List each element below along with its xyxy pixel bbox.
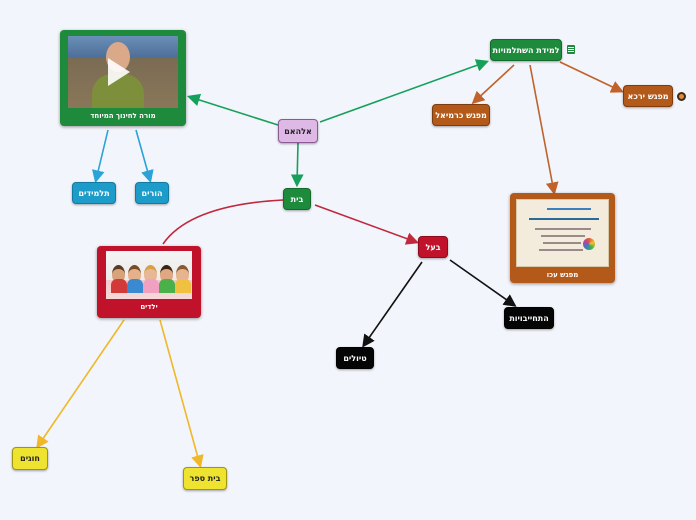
- husband-node[interactable]: בעל: [418, 236, 448, 258]
- edge-home-children: [162, 199, 284, 245]
- edge-enrichment-akko: [529, 64, 559, 196]
- edge-husband-obligations: [449, 259, 517, 307]
- akko-thumbnail[interactable]: [516, 199, 609, 267]
- play-icon[interactable]: [108, 58, 130, 86]
- hobbies-node[interactable]: חוגים: [12, 447, 48, 470]
- children-node-label: ילדים: [140, 303, 158, 311]
- yarka-node[interactable]: מפגש ירכא: [623, 85, 673, 107]
- trips-node[interactable]: טיולים: [336, 347, 374, 369]
- teacher-video-card[interactable]: מורה לחינוך המיוחד: [60, 30, 186, 126]
- enrichment-node[interactable]: למידת השתלמויות: [490, 39, 562, 61]
- notes-icon[interactable]: [567, 45, 575, 54]
- akko-card[interactable]: מפגש עכו: [510, 193, 615, 283]
- flower-icon: [583, 238, 595, 250]
- link-icon[interactable]: [677, 92, 686, 101]
- root-node[interactable]: אלהאם: [278, 119, 318, 143]
- edge-enrichment-carmiel: [471, 64, 515, 105]
- school-node[interactable]: בית ספר: [183, 467, 227, 490]
- parents-node[interactable]: הורים: [135, 182, 169, 204]
- edge-home-husband: [314, 204, 420, 245]
- edge-root-enrichment: [319, 59, 490, 123]
- children-card[interactable]: ילדים: [97, 246, 201, 318]
- obligations-node[interactable]: התחייבויות: [504, 307, 554, 329]
- teacher-node-label: מורה לחינוך המיוחד: [90, 112, 156, 120]
- edge-enrichment-yarka: [559, 61, 624, 93]
- students-node[interactable]: תלמידים: [72, 182, 116, 204]
- carmiel-node[interactable]: מפגש כרמיאל: [432, 104, 490, 126]
- edge-husband-trips: [362, 261, 423, 348]
- akko-node-label: מפגש עכו: [546, 271, 579, 279]
- edge-root-home: [290, 142, 304, 188]
- children-thumbnail[interactable]: [106, 251, 192, 299]
- edge-teacher-parents: [135, 129, 154, 184]
- home-node[interactable]: בית: [283, 188, 311, 210]
- edge-children-hobbies: [36, 319, 125, 449]
- edge-root-teacher: [186, 93, 279, 126]
- edge-children-school: [159, 319, 204, 469]
- video-thumbnail[interactable]: [68, 36, 178, 108]
- edge-teacher-students: [92, 129, 109, 184]
